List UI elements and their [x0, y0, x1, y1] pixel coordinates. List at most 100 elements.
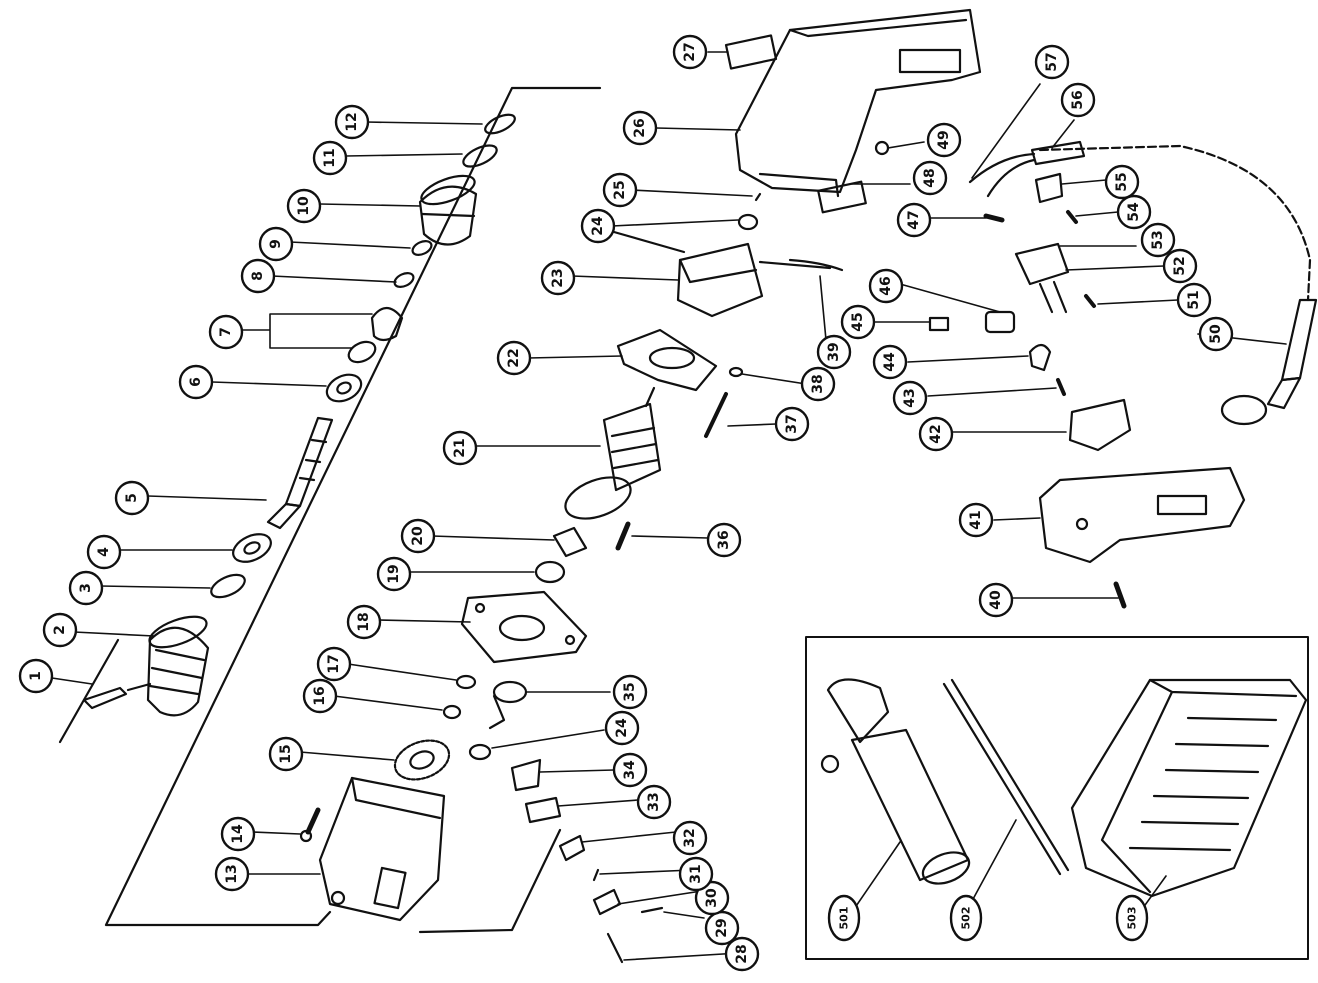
callout-bubble [602, 172, 638, 208]
callout-bubble [704, 910, 740, 946]
callout-57: 57 [1034, 44, 1070, 80]
callout-bubble [312, 140, 348, 176]
label-48-part [817, 180, 867, 214]
callout-19: 19 [376, 556, 412, 592]
callout-501: 501 [827, 894, 861, 942]
callout-55: 55 [1104, 164, 1140, 200]
armature-part [564, 386, 662, 520]
washer-8-part [393, 272, 415, 288]
callout-54: 54 [1116, 194, 1152, 230]
lead-wire-part [788, 258, 844, 272]
handle-cover-part [1038, 466, 1246, 564]
callout-bubble [334, 104, 370, 140]
noise-suppressor-part [1014, 242, 1070, 314]
callout-14: 14 [220, 816, 256, 852]
callout-number: 1 [28, 671, 44, 681]
callout-49: 49 [926, 122, 962, 158]
carbon-brush-part [928, 316, 950, 332]
callout-1: 1 [18, 658, 54, 694]
callout-502: 502 [949, 894, 983, 942]
callout-24: 24 [580, 208, 616, 244]
callout-9: 9 [258, 226, 294, 262]
callout-bubble [1104, 164, 1140, 200]
callout-number: 20 [410, 526, 426, 546]
callout-number: 52 [1172, 256, 1188, 275]
washer-9-part [411, 240, 433, 256]
clutch-parts [347, 306, 404, 364]
inner-cover-part [460, 590, 588, 664]
callout-51: 51 [1176, 282, 1212, 318]
callout-bubble [896, 202, 932, 238]
callout-number: 18 [356, 612, 372, 631]
callout-25: 25 [602, 172, 638, 208]
callout-number: 24 [590, 216, 606, 236]
pin-25-part [754, 192, 762, 202]
callout-number: 23 [550, 268, 566, 287]
callout-bubble [42, 612, 78, 648]
plate-32-part [558, 834, 586, 862]
callout-bubble [1176, 282, 1212, 318]
callout-bubble [926, 122, 962, 158]
callout-30: 30 [694, 880, 730, 916]
motor-housing-part [734, 8, 982, 198]
callout-37: 37 [774, 406, 810, 442]
stator-part [612, 230, 832, 318]
drill-chuck-part [126, 615, 210, 717]
switch-part [1068, 398, 1132, 452]
callout-number: 30 [704, 888, 720, 908]
callout-bubble [1198, 316, 1234, 352]
callout-bubble [1162, 248, 1198, 284]
screw-54-part [1066, 210, 1078, 224]
callout-bubble [400, 518, 436, 554]
callout-bubble [240, 258, 276, 294]
callout-number: 41 [968, 510, 984, 529]
callout-bubble [622, 110, 658, 146]
callout-number: 2 [52, 625, 68, 635]
callout-number: 9 [268, 239, 284, 249]
needle-bearing-part [442, 704, 462, 720]
callout-bubble [268, 736, 304, 772]
screw-47-part [983, 213, 1005, 223]
callout-bubble [868, 268, 904, 304]
callout-bubble [672, 820, 708, 856]
callout-46: 46 [868, 268, 904, 304]
callout-bubble [604, 710, 640, 746]
callout-number: 7 [218, 327, 234, 337]
housing-screw-part [299, 807, 321, 843]
callout-40: 40 [978, 582, 1014, 618]
callout-bubble [376, 556, 412, 592]
callout-21: 21 [442, 430, 478, 466]
callout-number: 13 [224, 864, 240, 883]
fan-guide-part [616, 328, 718, 392]
callout-bubble [346, 604, 382, 640]
callout-29: 29 [704, 910, 740, 946]
screw-43-part [1056, 378, 1066, 396]
callout-number: 6 [188, 377, 204, 387]
callout-number: 16 [312, 686, 328, 705]
callout-bubble [827, 894, 861, 942]
callout-56: 56 [1060, 82, 1096, 118]
callout-bubble [442, 430, 478, 466]
callout-42: 42 [918, 416, 954, 452]
callout-number: 17 [326, 654, 342, 673]
callout-number: 34 [622, 760, 638, 780]
callout-32: 32 [672, 820, 708, 856]
callout-bubble [220, 816, 256, 852]
callout-11: 11 [312, 140, 348, 176]
callout-number: 5 [124, 493, 140, 503]
nameplate-label-part [724, 34, 778, 70]
callout-2: 2 [42, 612, 78, 648]
callout-bubble [978, 582, 1014, 618]
spindle-part [266, 416, 334, 530]
callout-number: 45 [850, 312, 866, 331]
callout-number: 33 [646, 792, 662, 811]
callout-bubble [496, 340, 532, 376]
callout-8: 8 [240, 258, 276, 294]
depth-gauge-rod-part [942, 678, 1070, 876]
callout-bubble [258, 226, 294, 262]
callout-18: 18 [346, 604, 382, 640]
callout-number: 56 [1070, 90, 1086, 109]
callout-number: 3 [78, 583, 94, 593]
callout-48: 48 [912, 160, 948, 196]
callout-bubble [286, 188, 322, 224]
